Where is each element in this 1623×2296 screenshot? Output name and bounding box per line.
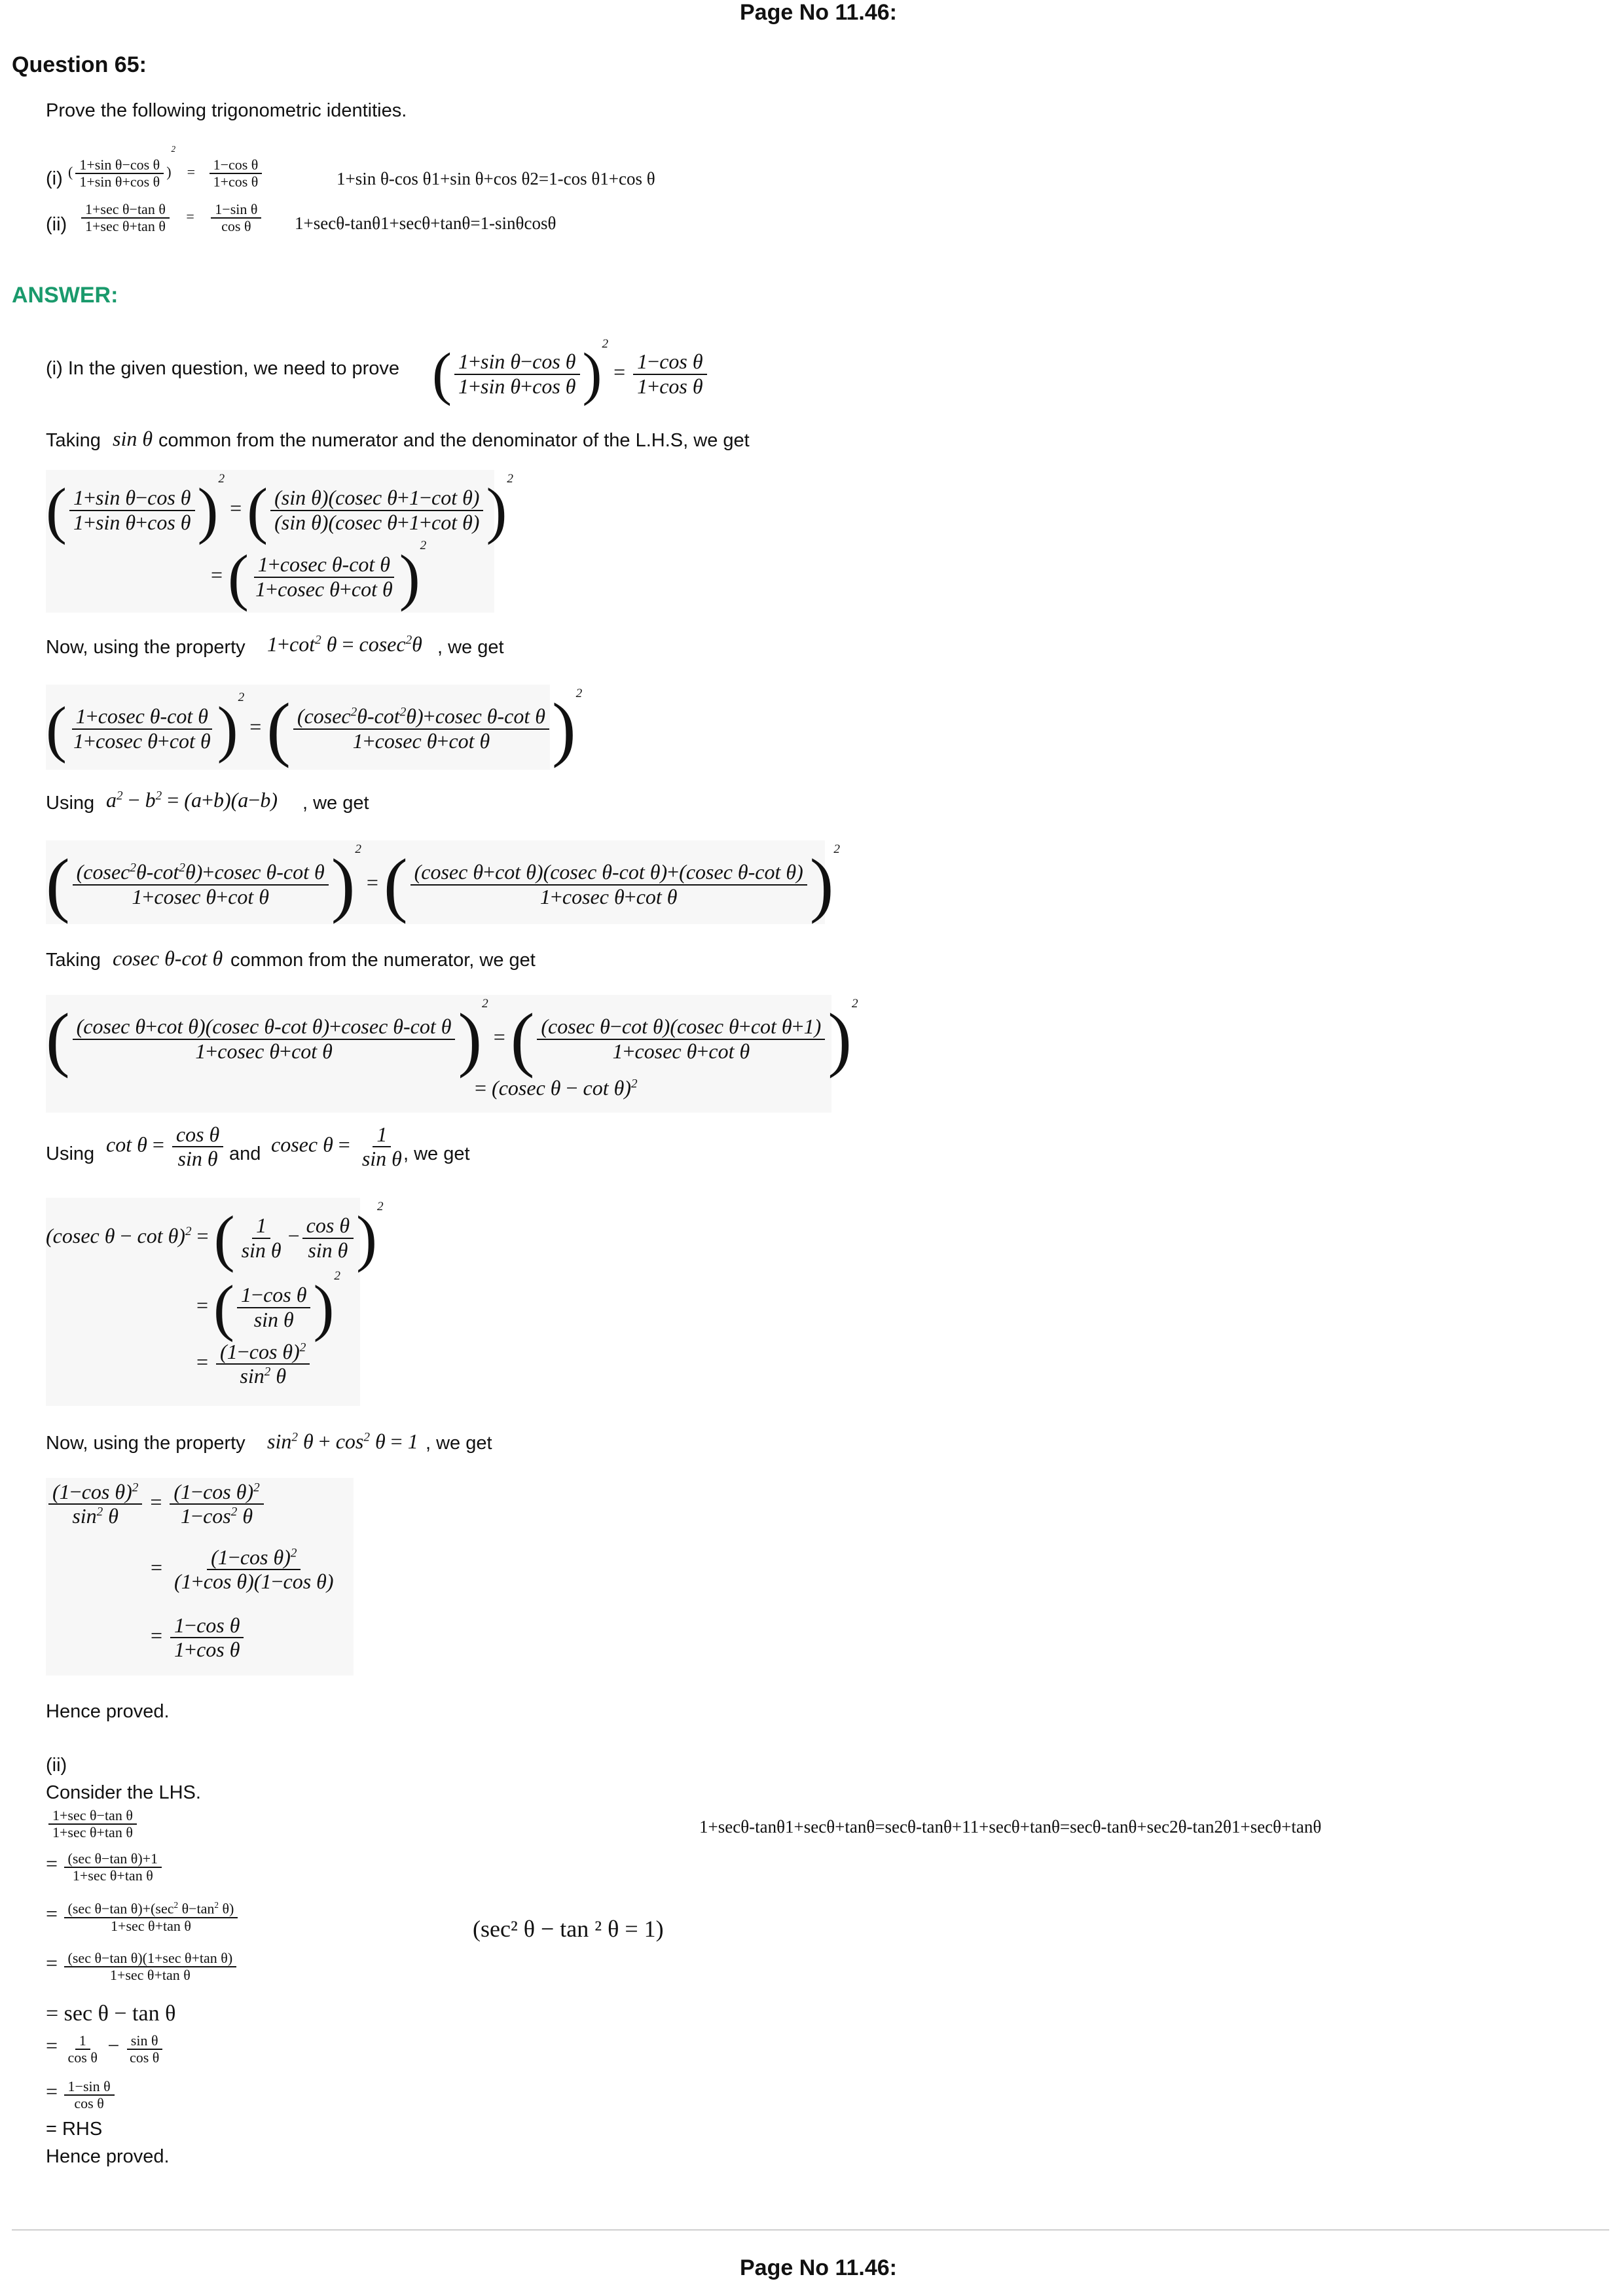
now-using-text: Now, using the property (46, 637, 246, 658)
page-footer: Page No 11.46: (740, 2255, 898, 2280)
answer-label: ANSWER: (12, 283, 119, 308)
q-i-label: (i) (46, 168, 63, 189)
we-get-4: , we get (426, 1433, 492, 1454)
part-ii-label: (ii) (46, 1755, 67, 1776)
q-i-text: 1+sin θ-cos θ1+sin θ+cos θ2=1-cos θ1+cos… (337, 169, 655, 188)
part-ii-step-5: = sec θ − tan θ (46, 2001, 176, 2026)
footer-divider (12, 2229, 1609, 2231)
part-ii-side-text: 1+secθ-tanθ1+secθ+tanθ=secθ-tanθ+11+secθ… (699, 1817, 1322, 1837)
sin-theta-expr: sin θ (113, 427, 153, 450)
consider-lhs: Consider the LHS. (46, 1782, 201, 1803)
using-text-2: Using (46, 1143, 95, 1164)
we-get-1: , we get (437, 637, 504, 658)
taking-text-b: common from the numerator and the denomi… (158, 430, 750, 451)
using-text-1: Using (46, 793, 95, 814)
cosec-cot-expr: cosec θ-cot θ (113, 946, 223, 970)
q-ii-label: (ii) (46, 214, 67, 235)
page-header: Page No 11.46: (740, 0, 898, 25)
instruction: Prove the following trigonometric identi… (46, 100, 407, 121)
now-using-text-2: Now, using the property (46, 1433, 246, 1454)
hence-proved-1: Hence proved. (46, 1701, 170, 1722)
part-ii-step-3: = (sec θ−tan θ)+(sec2 θ−tan2 θ)1+sec θ+t… (46, 1900, 240, 1934)
taking-text-a: Taking (46, 430, 101, 451)
diff-squares-expr: a2 − b2 = (a+b)(a−b) (106, 788, 278, 812)
q-ii-text: 1+secθ-tanθ1+secθ+tanθ=1-sinθcosθ (295, 213, 556, 233)
equation-step-4: ((cosec θ+cot θ)(cosec θ-cot θ)+cosec θ-… (46, 995, 858, 1113)
identity-note: (sec² θ − tan ² θ = 1) (473, 1916, 664, 1942)
we-get-3: , we get (403, 1143, 470, 1164)
we-get-2: , we get (302, 793, 369, 814)
and-text: and (229, 1143, 261, 1164)
property-expr-1: 1+cot2 θ = cosec2θ (267, 632, 422, 656)
part-i-intro: (i) In the given question, we need to pr… (46, 358, 400, 379)
taking-text-2b: common from the numerator, we get (230, 950, 536, 971)
rhs-text: = RHS (46, 2119, 103, 2140)
part-ii-step-4: = (sec θ−tan θ)(1+sec θ+tan θ)1+sec θ+ta… (46, 1950, 239, 1983)
hence-proved-2: Hence proved. (46, 2146, 170, 2167)
taking-text-2a: Taking (46, 950, 101, 971)
property-expr-2: sin2 θ + cos2 θ = 1 (267, 1429, 418, 1453)
question-label: Question 65: (12, 52, 147, 77)
